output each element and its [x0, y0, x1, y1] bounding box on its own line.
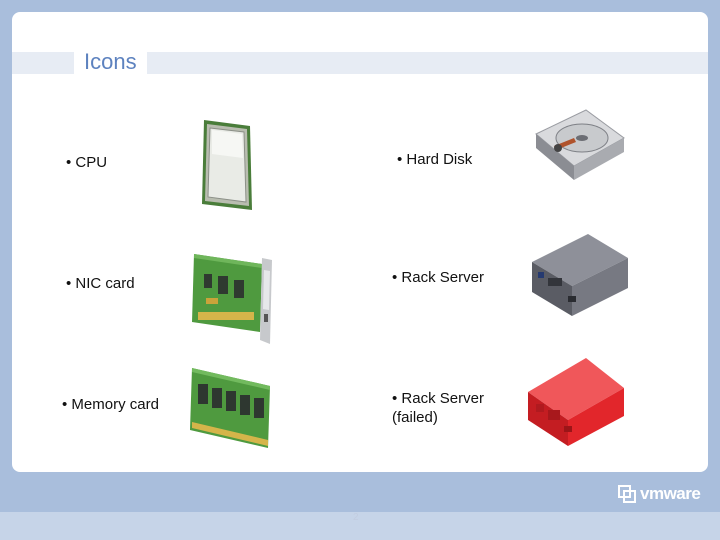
label-nic-card: • NIC card — [66, 275, 135, 292]
rack-server-icon — [532, 234, 628, 316]
title-bar — [12, 52, 708, 74]
vmware-logo-text: vmware — [640, 484, 701, 503]
slide-title: Icons — [74, 48, 147, 76]
label-hard-disk: • Hard Disk — [397, 151, 473, 168]
label-rack-server-failed: • Rack Server (failed) — [392, 390, 484, 426]
label-cpu: • CPU — [66, 154, 108, 171]
memory-card-icon — [190, 368, 270, 448]
vmware-logo: vmware — [618, 484, 701, 504]
label-memory-card: • Memory card — [62, 396, 159, 413]
footer-bar — [0, 512, 720, 540]
nic-card-icon — [192, 254, 272, 344]
cpu-icon — [202, 120, 252, 210]
vmware-logo-mark-icon — [618, 485, 636, 503]
label-rack-server: • Rack Server — [392, 269, 484, 286]
page-number: 2 — [353, 512, 359, 523]
rack-server-failed-icon — [528, 358, 624, 446]
hard-disk-icon — [535, 109, 625, 180]
